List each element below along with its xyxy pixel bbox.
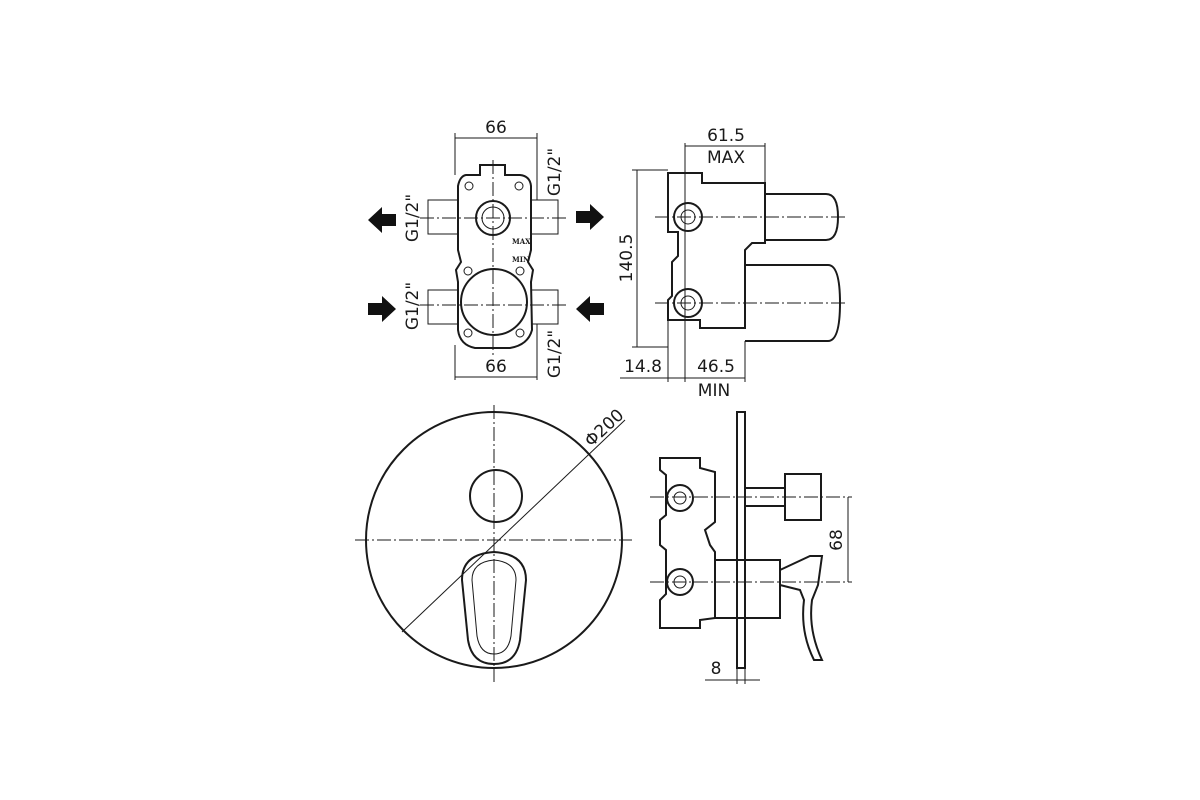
thread-label-right-bottom: G1/2" [545,330,565,378]
mixer-lever [460,550,528,666]
diameter-leader [401,419,626,633]
assembly-port-upper-inner [673,491,687,505]
thread-label-right-top: G1/2" [545,148,565,196]
fixing-hole [463,328,473,338]
fixing-hole [514,181,524,191]
box-body-outline [454,164,535,349]
fixing-hole [515,328,525,338]
arrow-in-left-icon [368,296,396,322]
assembly-view: 68 8 [650,411,852,684]
arrow-out-right-icon [576,204,604,230]
thread-label-left-top: G1/2" [403,194,423,242]
mark-min: MIN [512,255,530,264]
dimension-depth-max: 61.5 [707,126,745,146]
fixing-hole [515,266,525,276]
dimension-width-top: 66 [485,118,507,138]
front-view: MAX MIN 66 66 G1/2" G1/2" G1/2" G1/2" [368,118,604,380]
lower-cartridge-seat [460,268,528,336]
plate-view: Φ200 [355,405,632,682]
thread-label-left-bottom: G1/2" [403,282,423,330]
assembly-box-outline [659,457,716,629]
assembly-port-upper [666,484,694,512]
mark-max: MAX [512,237,531,246]
side-view: 61.5 MAX 140.5 14.8 46.5 MIN [617,126,848,401]
port-stub-bottom-right [531,289,559,325]
dimension-height: 140.5 [617,234,637,283]
fixing-hole [464,181,474,191]
port-stub-top-left [427,199,458,235]
lower-sleeve [715,559,781,619]
cover-plate [736,411,746,669]
lever-side [779,555,824,661]
dimension-depth-min: 46.5 [697,357,735,377]
side-box-outline [667,172,766,329]
dimension-plate-thickness: 8 [711,659,722,679]
fixing-hole [463,266,473,276]
port-stub-top-right [531,199,559,235]
port-stub-bottom-left [427,289,458,325]
dimension-diameter: Φ200 [581,405,628,451]
mixer-lever-inner [471,559,517,655]
dimension-depth-min-label: MIN [698,381,730,401]
dimension-offset: 14.8 [624,357,662,377]
diverter-knob [469,469,523,523]
dimension-spacing: 68 [827,529,847,551]
arrow-in-right-icon [576,296,604,322]
dimension-width-bottom: 66 [485,357,507,377]
dimension-depth-max-label: MAX [707,148,745,168]
arrow-out-left-icon [368,207,396,233]
